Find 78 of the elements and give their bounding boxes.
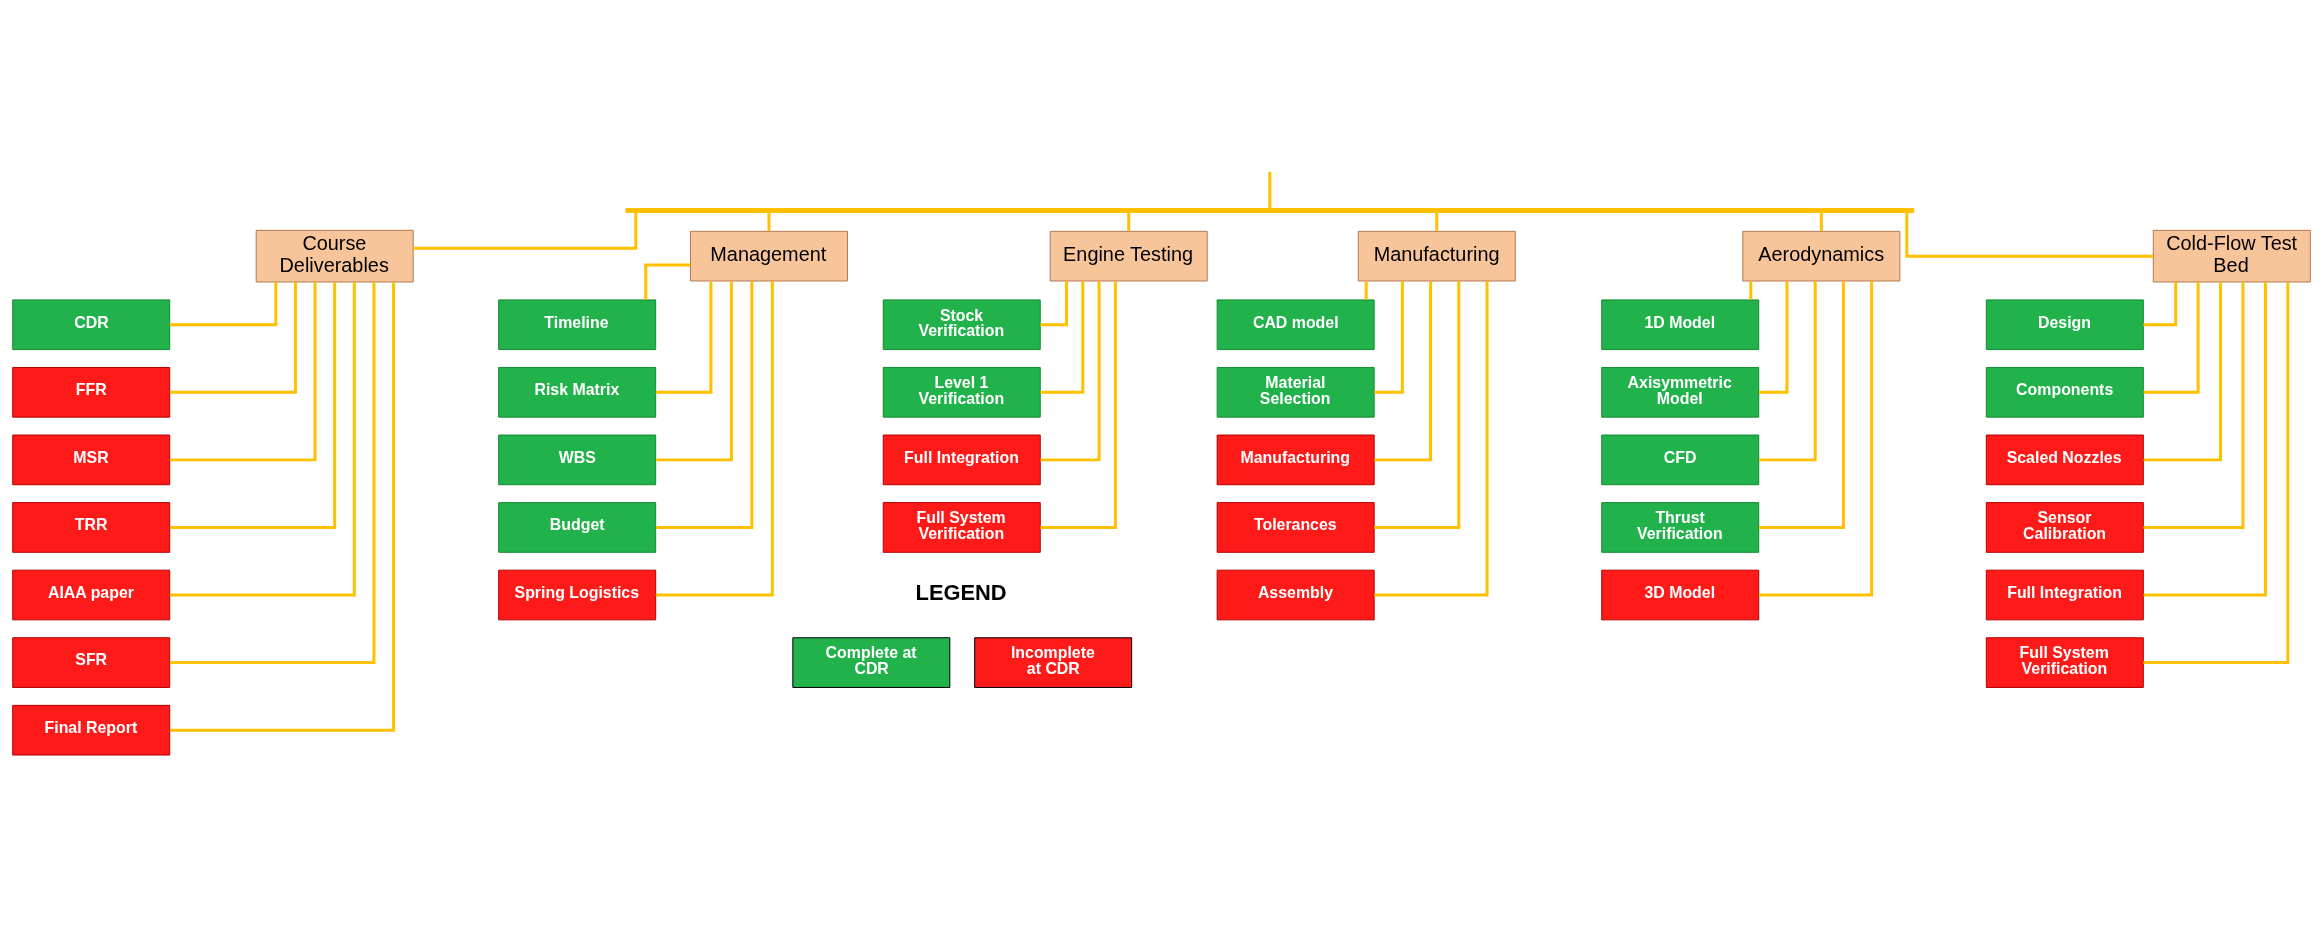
connector (1758, 280, 1874, 596)
node-box: Scaled Nozzles (1985, 434, 2144, 485)
connector (2143, 281, 2245, 529)
node-box: Engine Testing (1049, 230, 1208, 281)
node-box: Full Integration (1985, 569, 2144, 620)
node-box: 3D Model (1601, 569, 1760, 620)
connector (169, 281, 356, 596)
connector (1040, 280, 1117, 529)
connector (1040, 280, 1101, 461)
connector (169, 281, 297, 394)
connector (169, 281, 317, 461)
node-box: Spring Logistics (498, 569, 657, 620)
legend-label: Incomplete at CDR (1010, 643, 1095, 677)
node-box: Manufacturing (1357, 230, 1516, 281)
connector (1374, 280, 1433, 461)
node-box: FFR (12, 366, 171, 418)
legend-label: Complete at CDR (825, 643, 917, 677)
connector (1435, 212, 1439, 231)
node-bar (625, 207, 1915, 213)
connector (655, 280, 713, 394)
connector (169, 281, 337, 529)
node-box: Full Integration (882, 434, 1041, 485)
node-box: Budget (498, 501, 657, 553)
node-box: Sensor Calibration (1985, 501, 2144, 553)
node-box: TRR (12, 501, 171, 553)
node-box: Full System Verification (1985, 636, 2144, 688)
node-box: Design (1985, 298, 2144, 350)
connector (1374, 280, 1489, 596)
node-box: 1D Model (1601, 298, 1760, 350)
node-box: CDR (12, 298, 171, 350)
node-box: Manufacturing (1216, 434, 1375, 485)
node-box: Risk Matrix (498, 366, 657, 418)
node-box: WBS (498, 434, 657, 485)
connector (1364, 280, 1368, 300)
node-box: Management (689, 230, 848, 281)
connector (2143, 281, 2267, 596)
node-box: Level 1 Verification (882, 366, 1041, 418)
connector (413, 211, 638, 250)
connector (655, 280, 774, 596)
connector (1758, 280, 1845, 529)
connector (767, 212, 771, 231)
node-box: Cold-Flow Test Bed (2152, 229, 2311, 282)
node-box: Final Report (12, 704, 171, 755)
node-box: AIAA paper (12, 569, 171, 620)
connector (169, 281, 278, 326)
node-box: CAD model (1216, 298, 1375, 350)
label: LEGEND (915, 579, 1007, 605)
node-box: Stock Verification (882, 298, 1041, 350)
connector (1268, 171, 1272, 208)
node-box: SFR (12, 636, 171, 688)
node-box: Timeline (498, 298, 657, 350)
connector (1819, 212, 1823, 231)
node-box: CFD (1601, 434, 1760, 485)
connector (1127, 212, 1131, 231)
node-box: Full System Verification (882, 501, 1041, 553)
node-box: Aerodynamics (1742, 230, 1901, 281)
connector (1749, 280, 1753, 300)
connector (1040, 280, 1085, 394)
node-box: Axisymmetric Model (1601, 366, 1760, 418)
node-box: Material Selection (1216, 366, 1375, 418)
connector (2143, 281, 2200, 394)
connector (655, 280, 754, 529)
node-box: Assembly (1216, 569, 1375, 620)
connector (2143, 281, 2290, 664)
connector (1040, 280, 1068, 326)
node-box: Course Deliverables (255, 229, 414, 282)
connector (2143, 281, 2223, 461)
node-box: Thrust Verification (1601, 501, 1760, 553)
node-box: Tolerances (1216, 501, 1375, 553)
node-box: Components (1985, 366, 2144, 418)
connector (169, 281, 396, 732)
connector (1759, 280, 1817, 461)
connector (644, 263, 691, 300)
connector (1905, 212, 2154, 258)
node-box: MSR (12, 434, 171, 485)
connector (170, 281, 376, 664)
connector (1374, 280, 1461, 529)
connector (656, 280, 733, 461)
